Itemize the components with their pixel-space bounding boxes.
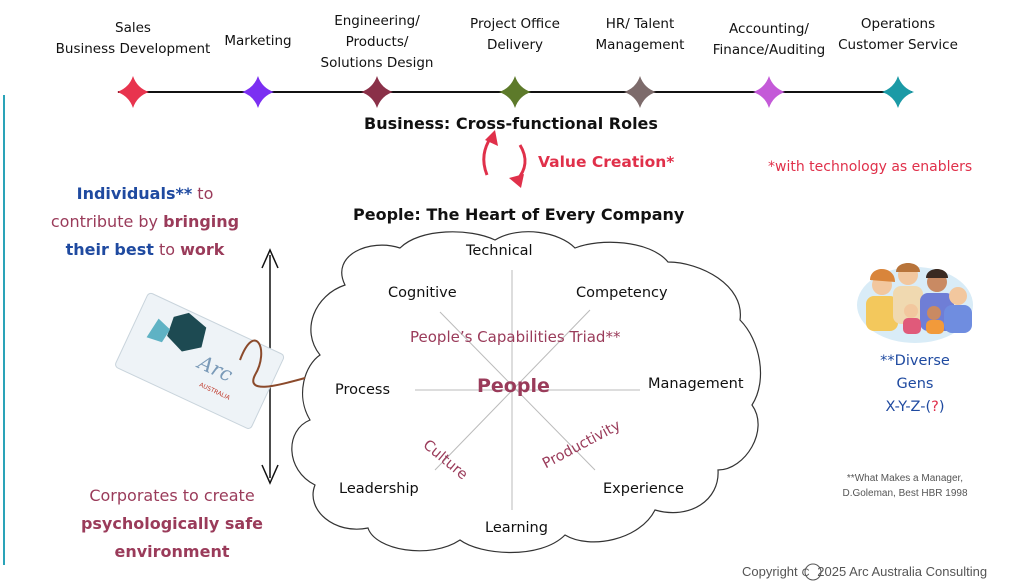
people-title: People: The Heart of Every Company <box>353 205 685 224</box>
corporates-line2: psychologically safe <box>80 514 264 533</box>
diverse-line3c: ) <box>938 399 945 415</box>
citation-line2: D.Goleman, Best HBR 1998 <box>842 488 968 499</box>
role-label: Engineering/ Products/ Solutions Design <box>320 13 434 71</box>
copyright-prefix: Copyright <box>742 564 798 579</box>
corporates-line1: Corporates to create <box>89 486 255 505</box>
diverse-gens-text: **Diverse Gens X-Y-Z-(?) <box>860 350 970 419</box>
role-star <box>882 76 914 108</box>
people-center-label: People <box>477 375 550 397</box>
citation-line1: **What Makes a Manager, <box>846 473 964 484</box>
to-word: to <box>153 240 181 259</box>
left-accent-line <box>3 95 5 565</box>
business-title: Business: Cross-functional Roles <box>364 114 658 133</box>
their-best-word: their best <box>65 240 154 259</box>
up-arrow-head <box>485 130 498 146</box>
role-label: Operations Customer Service <box>838 16 958 53</box>
spoke-diag-1 <box>434 309 591 471</box>
arrow-head-bottom <box>261 464 279 485</box>
up-arrow <box>482 136 493 176</box>
citation-text: **What Makes a Manager, D.Goleman, Best … <box>825 471 985 501</box>
spoke-competency: Competency <box>576 285 668 301</box>
role-stars <box>117 76 914 108</box>
spoke-diag-2 <box>439 311 596 471</box>
spoke-cognitive: Cognitive <box>388 285 457 301</box>
individuals-word: Individuals** <box>76 184 193 203</box>
spoke-technical: Technical <box>466 243 533 259</box>
spoke-leadership: Leadership <box>339 481 419 497</box>
copyright-circle <box>804 563 822 581</box>
diverse-line1: **Diverse <box>880 353 950 369</box>
spoke-learning: Learning <box>485 520 548 536</box>
card-ribbon <box>239 339 306 388</box>
corporates-text: Corporates to create psychologically saf… <box>52 482 292 566</box>
corporates-line3: environment <box>114 542 230 561</box>
role-label: Sales Business Development <box>55 20 211 57</box>
diverse-question: ? <box>931 399 939 415</box>
down-arrow-head <box>509 174 524 188</box>
role-label: HR/ Talent Management <box>595 16 685 53</box>
spoke-process: Process <box>335 382 391 398</box>
copyright-symbol: C <box>801 567 810 579</box>
value-creation-label: Value Creation* <box>538 153 675 171</box>
work-word: work <box>180 240 225 259</box>
role-star <box>499 76 531 108</box>
role-star <box>361 76 393 108</box>
copyright-suffix: 2025 Arc Australia Consulting <box>813 564 988 579</box>
role-star <box>624 76 656 108</box>
technology-note: *with technology as enablers <box>768 159 973 175</box>
role-star <box>117 76 149 108</box>
role-star <box>242 76 274 108</box>
people-cloud <box>291 231 762 553</box>
individuals-to: to <box>192 184 214 203</box>
contribute-text: contribute by <box>50 212 164 231</box>
arrow-head-top <box>261 248 279 269</box>
diverse-line3a: X-Y-Z-( <box>885 399 932 415</box>
diverse-line2: Gens <box>896 376 934 392</box>
spoke-experience: Experience <box>603 481 684 497</box>
role-label: Marketing <box>224 33 292 49</box>
diverse-group-illustration <box>857 263 973 343</box>
role-label: Project Office Delivery <box>470 16 560 53</box>
spoke-management: Management <box>648 376 744 392</box>
bringing-word: bringing <box>163 212 240 231</box>
role-star <box>753 76 785 108</box>
individuals-text: Individuals** to contribute by bringing … <box>30 180 260 264</box>
triad-subtitle: People’s Capabilities Triad** <box>410 328 621 346</box>
business-card-image: Arc AUSTRALIA <box>115 292 285 429</box>
role-label: Accounting/ Finance/Auditing <box>712 21 826 58</box>
